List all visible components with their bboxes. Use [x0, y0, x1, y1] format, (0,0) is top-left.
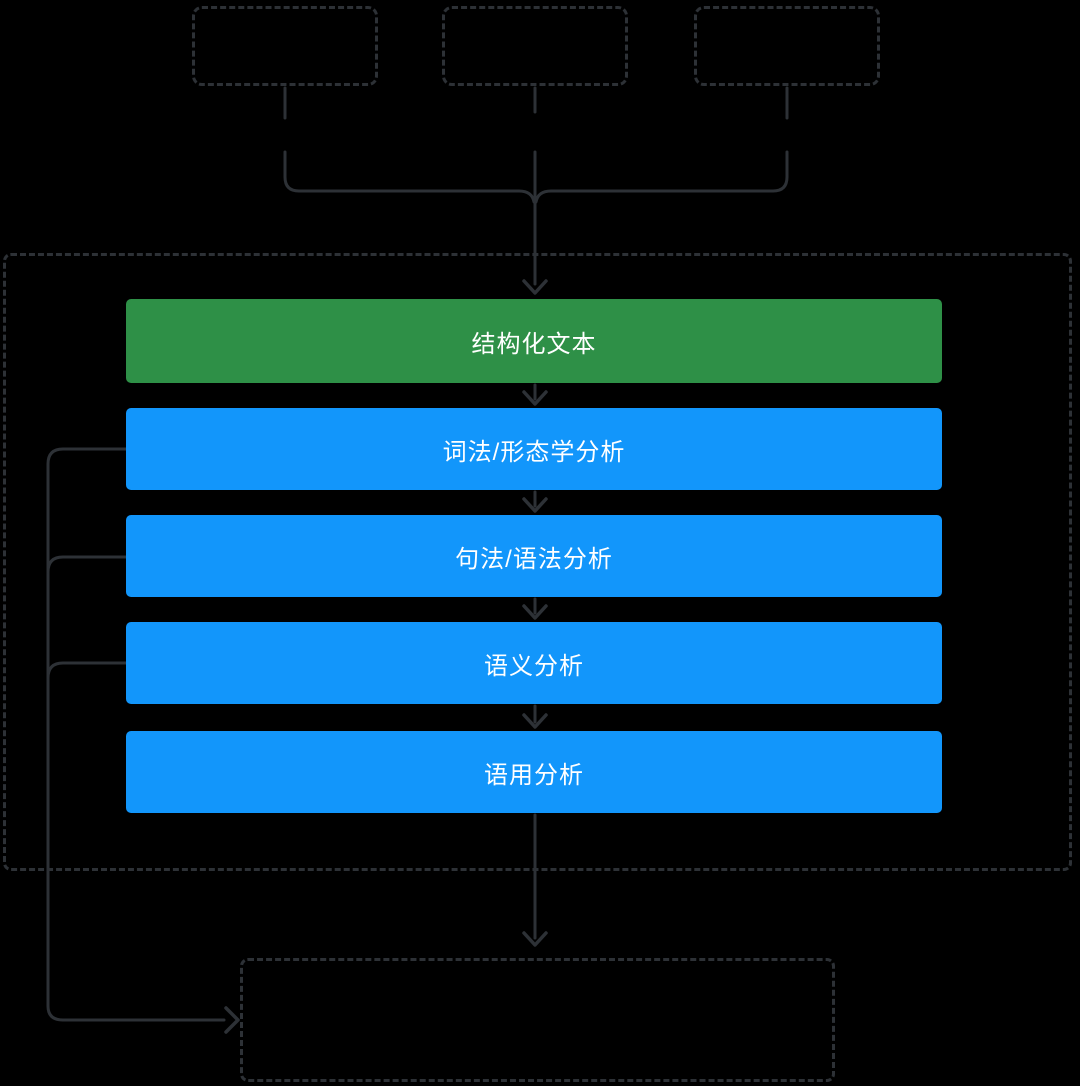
arrow-lexical-to-syntactic-head [522, 497, 548, 513]
node-structured-text-label: 结构化文本 [471, 330, 597, 358]
merge-bracket-left-line [283, 150, 536, 204]
arrow-semantic-to-pragmatic-head [522, 713, 548, 729]
node-semantic-analysis-label: 语义分析 [484, 652, 584, 680]
pipeline-container [3, 253, 1072, 871]
feedback-arrow-into-output-head [224, 1006, 240, 1034]
top-input-box-1 [192, 6, 378, 86]
node-lexical-morphological-analysis-label: 词法/形态学分析 [442, 438, 626, 466]
node-syntactic-grammatical-analysis: 句法/语法分析 [126, 515, 942, 597]
arrow-to-structured-text-head [522, 279, 548, 295]
merge-bracket-right-line [534, 150, 789, 204]
arrow-structured-to-lexical-head [522, 390, 548, 406]
feedback-branch-semantic-line [46, 661, 128, 680]
node-semantic-analysis: 语义分析 [126, 622, 942, 704]
top-input-box-3 [694, 6, 880, 86]
arrow-syntactic-to-semantic-head [522, 604, 548, 620]
arrow-pipeline-to-output-head [522, 931, 548, 947]
node-syntactic-grammatical-analysis-label: 句法/语法分析 [455, 545, 613, 573]
node-pragmatic-analysis: 语用分析 [126, 731, 942, 813]
node-pragmatic-analysis-label: 语用分析 [484, 761, 584, 789]
node-structured-text: 结构化文本 [126, 299, 942, 383]
node-lexical-morphological-analysis: 词法/形态学分析 [126, 408, 942, 490]
feedback-branch-syntactic-line [46, 555, 128, 574]
top-input-box-2 [442, 6, 628, 86]
feedback-trunk-line [46, 447, 226, 1022]
bottom-output-box [240, 958, 835, 1082]
